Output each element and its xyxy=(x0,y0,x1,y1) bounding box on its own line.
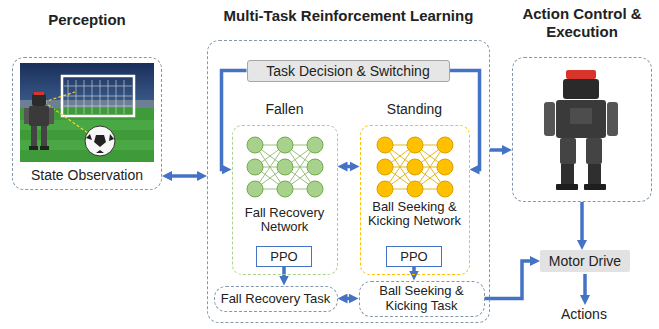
flow-arrow xyxy=(490,148,507,152)
actions-arrow xyxy=(583,274,587,300)
algorithm-box: PPO xyxy=(386,246,442,267)
drawing-circle xyxy=(407,137,423,153)
node-text: Fall Recovery Task xyxy=(221,291,331,306)
flow-arrow xyxy=(343,165,355,169)
network-box: FallenFall Recovery NetworkPPO xyxy=(232,125,338,275)
flow-arrow xyxy=(343,297,354,301)
drawing-rect xyxy=(34,92,44,95)
drawing-rect xyxy=(556,100,606,138)
drawing-rect xyxy=(560,138,576,164)
drawing-circle xyxy=(437,181,453,197)
motor-box: Motor Drive xyxy=(540,250,630,272)
ball-kicking-net-drawing xyxy=(377,137,453,197)
drawing-rect xyxy=(561,164,574,184)
drawing-circle xyxy=(85,126,115,156)
soccer-scene xyxy=(20,63,154,162)
drawing-rect xyxy=(32,94,46,106)
drawing-rect xyxy=(31,126,37,146)
drawing-rect xyxy=(570,108,592,124)
drawing-path xyxy=(94,135,106,147)
drawing-rect xyxy=(41,126,47,146)
drawing-rect xyxy=(62,76,134,116)
network-box: StandingBall Seeking & Kicking NetworkPP… xyxy=(360,125,470,275)
fall-recovery-net-drawing xyxy=(247,137,323,197)
drawing-circle xyxy=(277,181,293,197)
drawing-circle xyxy=(307,181,323,197)
drawing-rect xyxy=(607,102,618,136)
drawing-circle xyxy=(377,137,393,153)
drawing-rect xyxy=(588,164,601,184)
drawing-circle xyxy=(437,137,453,153)
flow-arrow xyxy=(485,261,536,299)
drawing-g xyxy=(247,137,323,197)
node-text: PPO xyxy=(400,249,427,264)
flow-arrow xyxy=(167,174,202,178)
node-subtext: Fall Recovery Network xyxy=(235,206,335,236)
drawing-circle xyxy=(407,159,423,175)
perception-panel: PerceptionState Observation xyxy=(12,57,162,190)
drawing-rect xyxy=(29,106,49,126)
drawing-rect xyxy=(29,146,38,150)
node-text: Task Decision & Switching xyxy=(266,63,429,79)
drawing-circle xyxy=(307,137,323,153)
drawing-g xyxy=(377,137,453,197)
algorithm-box: PPO xyxy=(256,246,312,267)
flow-arrow xyxy=(580,202,584,245)
drawing-circle xyxy=(307,159,323,175)
output-label: Actions xyxy=(561,306,607,322)
flow-arrow xyxy=(222,71,247,170)
node-text: Fallen xyxy=(233,101,337,117)
drawing-circle xyxy=(277,137,293,153)
node-text: Multi-Task Reinforcement Learning xyxy=(178,7,519,24)
drawing-rect xyxy=(40,146,49,150)
drawing-path xyxy=(64,80,132,114)
task-box: Fall Recovery Task xyxy=(214,286,338,312)
drawing-rect xyxy=(556,184,578,190)
node-text: Standing xyxy=(361,101,469,117)
node-text: Perception xyxy=(0,11,181,28)
drawing-circle xyxy=(377,181,393,197)
drawing-rect xyxy=(566,70,596,79)
node-subtext: Ball Seeking & Kicking Network xyxy=(362,200,468,230)
execution-panel: Action Control & Execution xyxy=(512,57,652,202)
node-text: Ball Seeking & Kicking Task xyxy=(366,284,478,314)
flow-arrow xyxy=(282,267,286,281)
drawing-path xyxy=(44,92,95,138)
drawing-circle xyxy=(407,181,423,197)
node-text: PPO xyxy=(270,249,297,264)
drawing-rect xyxy=(586,138,602,164)
drawing-circle xyxy=(247,137,263,153)
drawing-circle xyxy=(437,159,453,175)
flow-arrow xyxy=(450,71,480,170)
drawing-rect xyxy=(24,108,29,124)
task-box: Ball Seeking & Kicking Task xyxy=(359,281,485,317)
drawing-path xyxy=(86,134,114,153)
drawing-circle xyxy=(247,181,263,197)
node-subtext: State Observation xyxy=(13,167,161,183)
drawing-rect xyxy=(563,79,599,99)
node-text: Motor Drive xyxy=(549,253,621,269)
drawing-circle xyxy=(377,159,393,175)
drawing-circle xyxy=(247,159,263,175)
drawing-rect xyxy=(544,102,555,136)
decision-box: Task Decision & Switching xyxy=(247,60,450,82)
node-text: Action Control & Execution xyxy=(509,5,655,41)
drawing-rect xyxy=(584,184,606,190)
drawing-circle xyxy=(277,159,293,175)
learning-panel: Multi-Task Reinforcement LearningTask De… xyxy=(207,40,490,323)
robot-drawing xyxy=(544,70,618,190)
drawing-rect xyxy=(49,108,54,124)
